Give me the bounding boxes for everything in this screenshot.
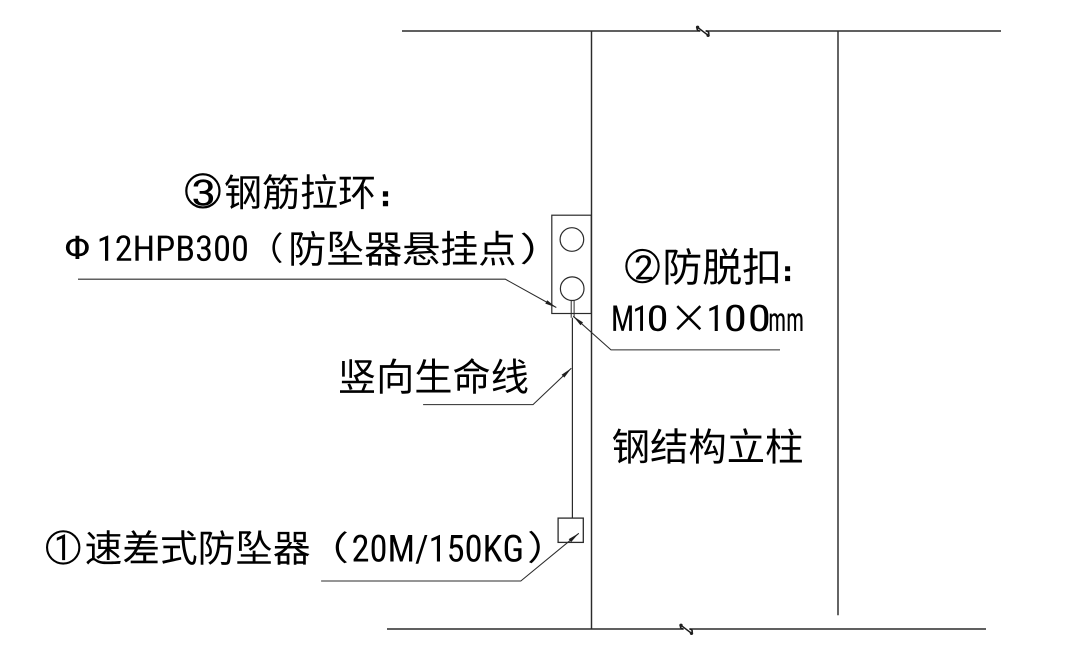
label-rebar-ring-title-glyphs	[225, 174, 374, 210]
leader-fall-arrester	[321, 532, 580, 582]
bottom-break-symbol-dots	[679, 623, 694, 635]
label-vertical-lifeline: 竖向生命线	[340, 358, 528, 394]
circled-3-ring-icon	[185, 173, 221, 209]
label-vertical-lifeline-glyphs	[340, 358, 528, 394]
label-fall-arrester-open-paren-glyph	[335, 531, 347, 564]
leader-rebar-ring-arrowhead-icon	[545, 300, 557, 308]
hanging-plate-outline	[551, 214, 592, 315]
label-steel-column: 钢结构立柱	[612, 428, 802, 464]
label-anti-release-hook-spec-m10-glyphs	[613, 305, 667, 332]
steel-column-outline	[590, 31, 839, 629]
anti-release-pin	[570, 300, 575, 318]
fall-arrester-box	[557, 517, 584, 544]
label-rebar-ring-colon-glyph	[382, 191, 389, 207]
circled-1-digit-glyph	[56, 534, 66, 561]
leader-anti-release-hook-arrowhead-icon	[573, 316, 583, 326]
label-anti-release-hook-spec-times-icon	[676, 305, 702, 331]
label-rebar-ring-spec-open-paren-glyph	[272, 232, 282, 264]
circled-2-ring-icon	[625, 248, 660, 284]
label-rebar-ring-title: ③钢筋拉环：	[185, 173, 389, 210]
hanging-plate	[551, 214, 592, 318]
label-anti-release-hook-spec-100-glyphs	[709, 304, 769, 332]
circled-2-digit-glyph	[635, 255, 653, 280]
label-anti-release-hook-title: ②防脱扣：	[625, 248, 791, 285]
rebar-ring-hole-bottom	[559, 276, 585, 302]
label-fall-arrester-latin-glyphs	[353, 534, 522, 564]
label-rebar-ring-spec-latin-glyphs	[99, 235, 247, 262]
bottom-slab-line	[387, 623, 986, 635]
circled-3-digit-glyph	[193, 179, 214, 206]
top-break-symbol-dots	[695, 25, 710, 38]
label-fall-arrester-close-paren-glyph	[529, 530, 540, 564]
top-slab-line	[402, 25, 1001, 38]
leader-anti-release-hook-line	[572, 315, 780, 351]
rebar-ring-hole-top	[559, 227, 585, 252]
circled-1-ring-icon	[46, 530, 81, 565]
label-anti-release-hook-spec: M10×100mm	[613, 304, 803, 332]
leader-lifeline	[423, 367, 572, 406]
label-steel-column-glyphs	[612, 428, 802, 464]
leader-fall-arrester-arrowhead-icon	[568, 533, 579, 543]
label-anti-release-hook-colon-glyph	[785, 266, 791, 282]
leader-fall-arrester-line	[321, 532, 580, 582]
leader-rebar-ring	[78, 278, 557, 308]
leader-anti-release-hook	[572, 315, 780, 351]
label-anti-release-hook-title-glyphs	[665, 248, 778, 285]
leader-rebar-ring-line	[78, 278, 557, 308]
label-rebar-ring-spec: Φ12HPB300（防坠器悬挂点）	[65, 230, 534, 266]
label-anti-release-hook-spec-mm-glyphs	[769, 313, 803, 331]
label-rebar-ring-spec-cjk-glyphs	[291, 230, 515, 266]
label-rebar-ring-spec-phi-glyph	[65, 235, 89, 259]
label-fall-arrester: ①速差式防坠器（20M/150KG）	[46, 530, 540, 565]
label-rebar-ring-spec-close-paren-glyph	[521, 232, 534, 265]
label-fall-arrester-cjk-glyphs	[86, 530, 310, 565]
leader-lifeline-arrowhead-icon	[561, 368, 572, 378]
leader-lifeline-line	[423, 367, 572, 406]
